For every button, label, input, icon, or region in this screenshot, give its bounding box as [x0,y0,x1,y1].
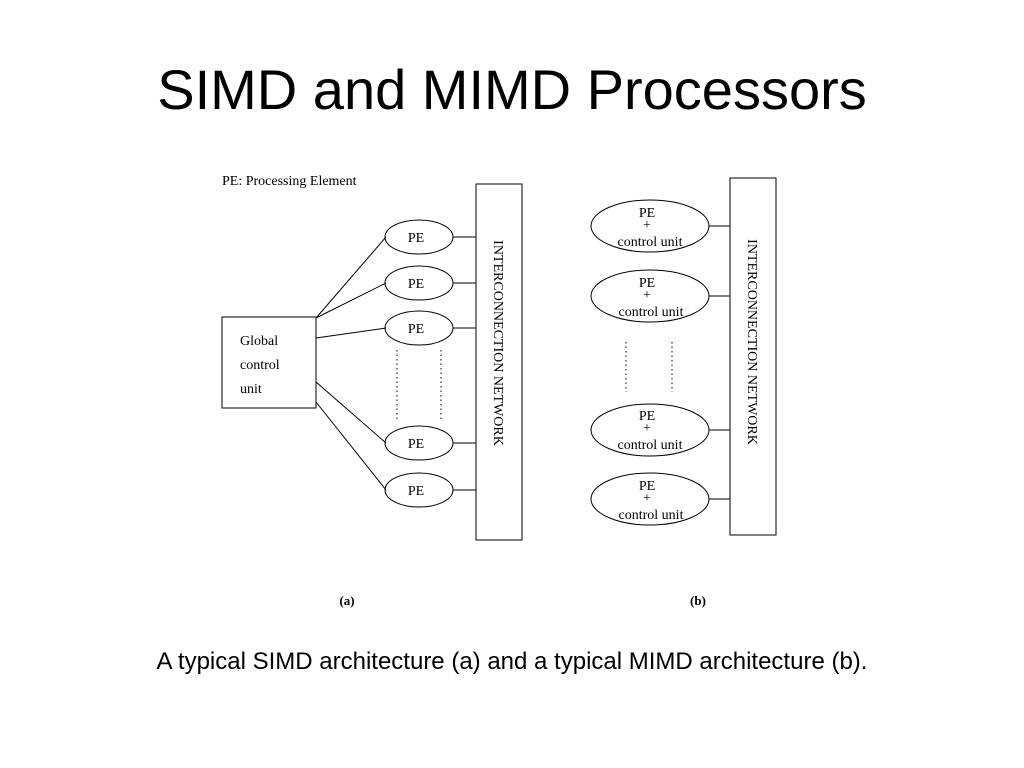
pe-label: PE [408,484,424,499]
node-label-pe: PE [639,479,655,494]
pe-legend: PE: Processing Element [222,174,357,189]
control-link [315,282,387,319]
global-control-unit-box [221,316,317,409]
node-label-control-unit: control unit [618,438,683,453]
node-label-plus: + [643,218,651,233]
mimd-network-box [729,177,777,536]
pe-control-node [590,199,710,253]
pe-label: PE [408,277,424,292]
node-label-plus: + [643,288,651,303]
control-unit-label-line2: control [240,358,280,373]
node-label-pe: PE [639,206,655,221]
node-label-control-unit: control unit [618,235,683,250]
mimd-panel-label: (b) [690,593,706,608]
simd-panel-label: (a) [339,593,354,608]
control-link [315,327,387,339]
pe-label: PE [408,322,424,337]
simd-network-label: INTERCONNECTION NETWORK [490,240,505,446]
pe-node [384,219,454,255]
control-unit-label-line1: Global [240,334,278,349]
control-link [315,381,387,444]
pe-control-node [590,269,710,323]
pe-node [384,472,454,508]
node-label-plus: + [643,491,651,506]
control-link [315,401,387,491]
node-label-pe: PE [639,409,655,424]
node-label-control-unit: control unit [619,508,684,523]
pe-node [384,310,454,346]
control-unit-label-line3: unit [240,382,262,397]
control-link [315,236,387,319]
pe-node [384,265,454,301]
slide-caption: A typical SIMD architecture (a) and a ty… [156,648,868,675]
node-label-pe: PE [639,276,655,291]
pe-label: PE [408,437,424,452]
pe-control-node [590,472,710,526]
pe-node [384,425,454,461]
node-label-control-unit: control unit [619,305,684,320]
pe-control-node [590,403,710,457]
mimd-network-label: INTERCONNECTION NETWORK [744,239,759,445]
pe-label: PE [408,231,424,246]
slide-title: SIMD and MIMD Processors [157,58,867,121]
node-label-plus: + [643,421,651,436]
simd-network-box [475,183,523,541]
